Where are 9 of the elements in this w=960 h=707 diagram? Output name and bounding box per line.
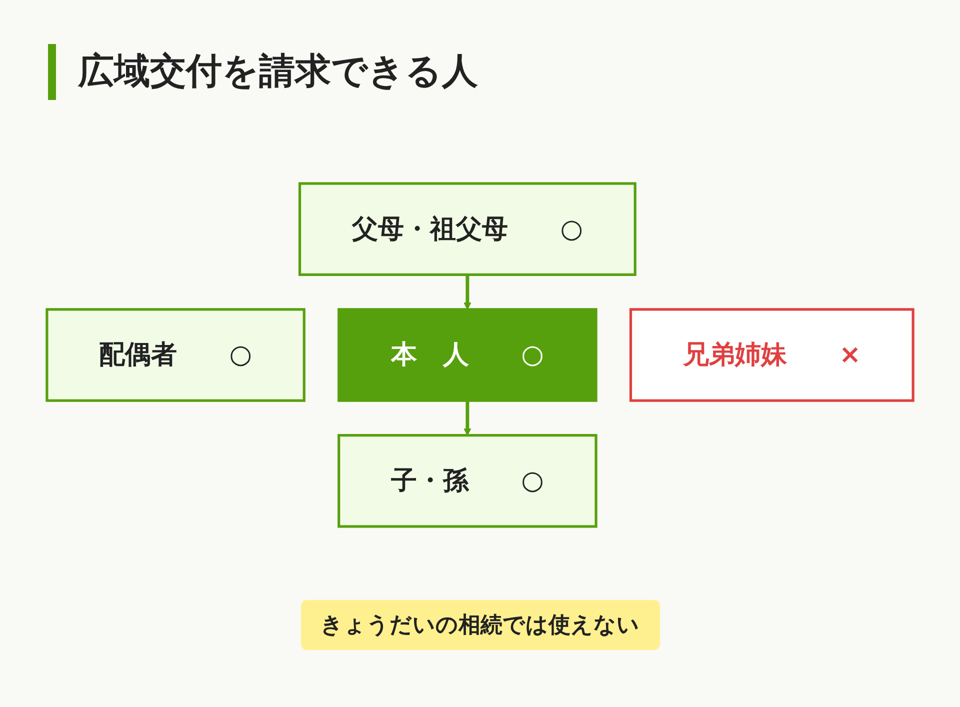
arrow: [464, 274, 472, 310]
node-box: [629, 308, 914, 402]
node-box: [298, 182, 636, 276]
note-label: きょうだいの相続では使えない: [300, 600, 660, 650]
title: 広域交付を請求できる人: [48, 44, 478, 100]
node-box: [338, 308, 598, 402]
arrow: [464, 400, 472, 436]
node-box: [46, 308, 306, 402]
node-box: [338, 434, 598, 528]
